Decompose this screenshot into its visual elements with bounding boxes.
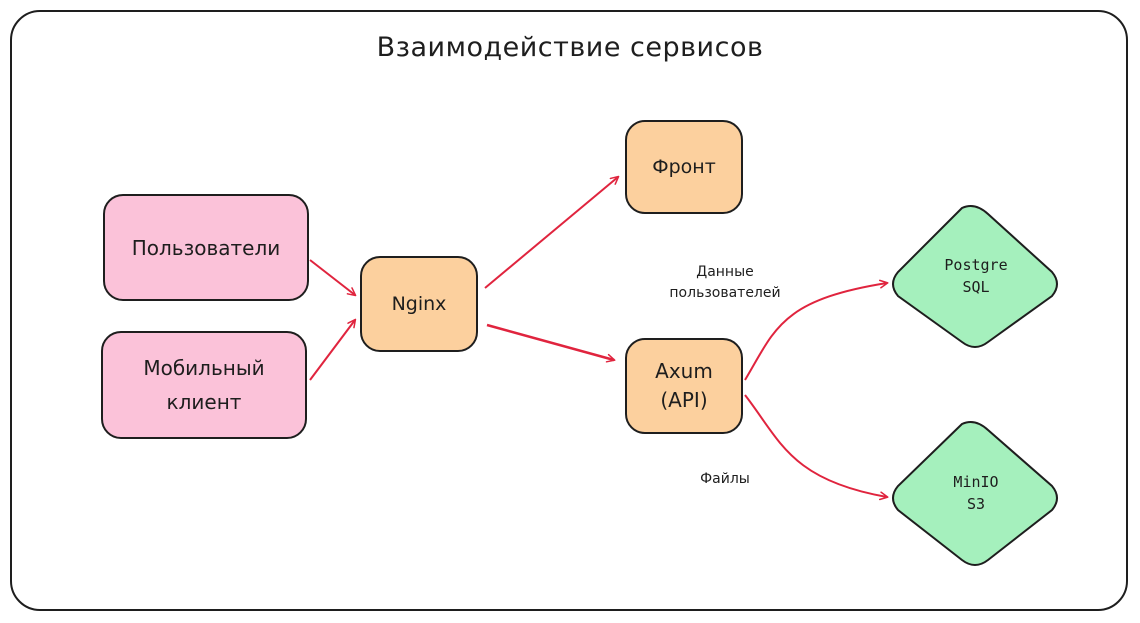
node-users: Пользователи [103, 194, 309, 301]
edge-label-files: Файлы [700, 471, 750, 487]
diagram-title: Взаимодействие сервисов [376, 32, 764, 63]
node-nginx: Nginx [360, 256, 478, 352]
arrow-nginx-to-front [484, 175, 620, 289]
arrow-axum-to-minio [744, 394, 889, 501]
node-mobile-client: Мобильный клиент [101, 331, 307, 439]
node-front: Фронт [625, 120, 743, 214]
node-minio-label: MinIO S3 [953, 473, 999, 513]
arrow-users-to-nginx [309, 259, 357, 297]
arrow-nginx-to-axum [486, 323, 616, 363]
arrow-axum-to-postgres [744, 279, 889, 381]
node-postgres-label: Postgre SQL [944, 256, 1008, 296]
minio-diamond [892, 421, 1058, 566]
arrow-mobile-to-nginx [309, 318, 357, 381]
edge-label-user-data: Данные пользователей [669, 264, 781, 301]
postgres-diamond [892, 205, 1058, 348]
node-axum-api: Axum (API) [625, 338, 743, 434]
